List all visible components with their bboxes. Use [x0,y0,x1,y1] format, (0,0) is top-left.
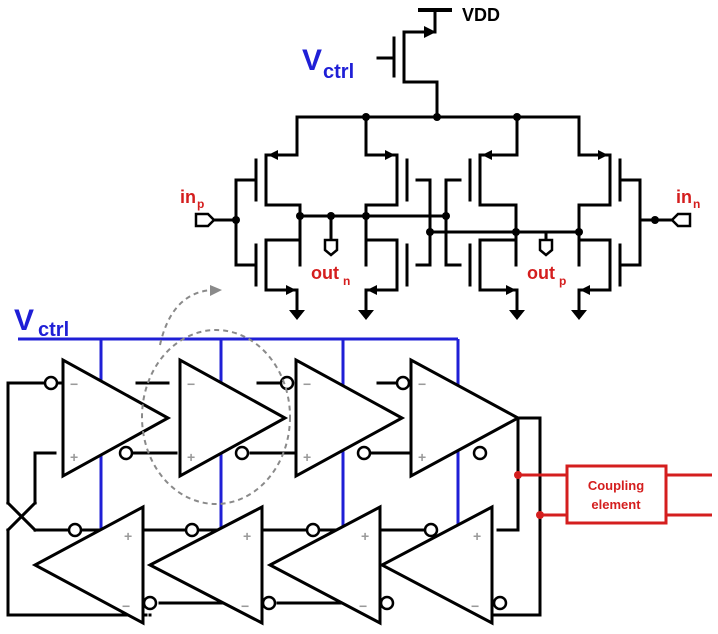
delay-cell-8 [378,504,508,626]
highlight-annotation [141,285,291,505]
svg-text:p: p [197,197,204,211]
out-p-label: out p [527,263,566,288]
svg-text:out: out [311,263,339,283]
vctrl-bottom-label: V ctrl [14,304,69,341]
svg-text:ctrl: ctrl [38,319,69,341]
svg-text:+: + [473,528,481,544]
in-n-label: in n [676,187,700,211]
delay-cell-4 [395,357,522,479]
svg-text:−: − [241,598,249,614]
svg-text:+: + [361,528,369,544]
svg-text:+: + [243,528,251,544]
svg-text:in: in [180,187,196,207]
svg-text:−: − [303,376,311,392]
delay-cell-6 [146,504,277,626]
svg-text:+: + [124,528,132,544]
svg-text:−: − [70,376,78,392]
svg-text:n: n [693,197,700,211]
svg-text:p: p [559,274,566,288]
out-n-label: out n [311,263,350,288]
delay-cell-5 [31,504,158,626]
coupling-label-line1: Coupling [588,478,644,493]
polarity-markers: − + − + − + − + + − + − + − + − [70,376,481,614]
svg-text:−: − [418,376,426,392]
coupling-element [514,464,712,525]
vctrl-top-label: V ctrl [302,44,354,83]
delay-cell-1 [43,357,172,479]
svg-text:n: n [343,274,350,288]
svg-text:+: + [303,449,311,465]
svg-text:V: V [14,304,34,337]
svg-text:−: − [122,598,130,614]
svg-text:−: − [471,598,479,614]
coupling-label-line2: element [591,497,641,512]
delay-cell-2 [178,357,289,479]
svg-text:out: out [527,263,555,283]
svg-text:−: − [359,598,367,614]
svg-text:+: + [70,449,78,465]
svg-text:+: + [418,449,426,465]
vdd-label: VDD [462,5,500,25]
svg-text:in: in [676,187,692,207]
svg-text:ctrl: ctrl [323,61,354,83]
in-p-label: in p [180,187,204,211]
delay-cell-7 [266,504,395,626]
delay-cell-schematic [194,8,692,320]
svg-text:V: V [302,44,322,77]
svg-text:−: − [187,376,195,392]
svg-text:+: + [187,449,195,465]
